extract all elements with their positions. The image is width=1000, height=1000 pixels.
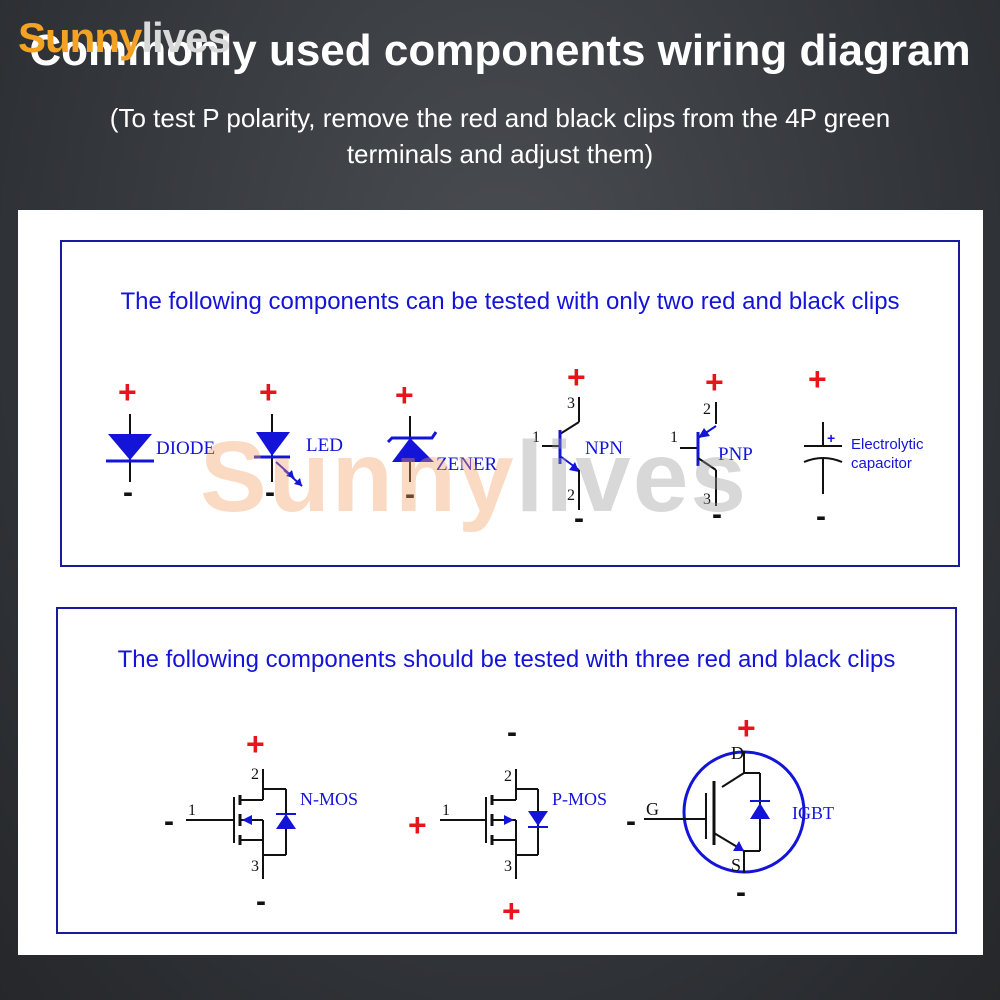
- diagram-panel: The following components can be tested w…: [18, 210, 983, 955]
- pmos-symbol: - 1 2 3 P-MOS +: [408, 716, 607, 929]
- led-symbol: + LED -: [254, 374, 343, 509]
- npn-label: NPN: [585, 438, 623, 459]
- three-clip-heading: The following components should be teste…: [117, 646, 896, 673]
- npn-pin-2: 2: [567, 487, 575, 504]
- capacitor-minus: -: [816, 500, 826, 533]
- npn-pin-1: 1: [532, 429, 540, 446]
- pnp-symbol: + 1 2 3 PNP -: [670, 364, 753, 531]
- capacitor-label-line2: capacitor: [851, 455, 912, 472]
- npn-symbol: + 1 3 2 NPN -: [532, 359, 623, 535]
- page-title: Commonly used components wiring diagram: [29, 26, 971, 75]
- three-clip-schematics: + 1 2: [164, 710, 834, 929]
- logo-part-1: Sunny: [18, 14, 142, 61]
- igbt-drain-sign: +: [737, 710, 756, 746]
- igbt-symbol: + G D S IGBT - -: [626, 710, 834, 909]
- pmos-drain-sign: -: [507, 716, 517, 749]
- nmos-pin-1: 1: [188, 802, 196, 819]
- zener-plus: +: [395, 377, 414, 413]
- brand-logo: Sunnylives: [18, 14, 231, 62]
- two-clip-section: The following components can be tested w…: [60, 240, 960, 567]
- nmos-drain-sign: +: [246, 726, 265, 762]
- diode-label: DIODE: [156, 438, 215, 459]
- nmos-gate-sign: -: [164, 805, 174, 838]
- pnp-pin-1: 1: [670, 429, 678, 446]
- nmos-label: N-MOS: [300, 789, 358, 809]
- pnp-minus: -: [712, 498, 722, 531]
- npn-pin-3: 3: [567, 395, 575, 412]
- pnp-label: PNP: [718, 444, 753, 465]
- diode-symbol: + DIODE -: [106, 374, 215, 509]
- npn-minus: -: [574, 502, 584, 535]
- two-clip-heading: The following components can be tested w…: [120, 288, 900, 315]
- pnp-pin-3: 3: [703, 491, 711, 508]
- page-subtitle: (To test P polarity, remove the red and …: [109, 103, 891, 169]
- pnp-pin-2: 2: [703, 401, 711, 418]
- nmos-source-sign: -: [256, 885, 266, 918]
- pmos-source-sign: +: [502, 893, 521, 929]
- zener-symbol: + ZENER -: [386, 377, 498, 511]
- three-clip-section: The following components should be teste…: [56, 607, 957, 934]
- nmos-symbol: + 1 2: [164, 726, 358, 918]
- pmos-label: P-MOS: [552, 789, 607, 809]
- diode-plus: +: [118, 374, 137, 410]
- pmos-pin-1: 1: [442, 802, 450, 819]
- capacitor-plate-plus: +: [827, 430, 835, 446]
- logo-part-2: lives: [141, 14, 230, 61]
- pmos-gate-sign: +: [408, 807, 427, 843]
- pmos-pin-2: 2: [504, 768, 512, 785]
- nmos-pin-2: 2: [251, 766, 259, 783]
- zener-minus: -: [405, 478, 415, 511]
- capacitor-label-line1: Electrolytic: [851, 436, 924, 453]
- zener-label: ZENER: [436, 454, 498, 475]
- capacitor-plus: +: [808, 361, 827, 397]
- igbt-gate-sign: -: [626, 805, 636, 838]
- igbt-pin-g: G: [646, 799, 659, 819]
- igbt-label: IGBT: [792, 803, 834, 823]
- led-label: LED: [306, 435, 343, 456]
- igbt-pin-d: D: [731, 743, 744, 763]
- pnp-plus: +: [705, 364, 724, 400]
- igbt-source-sign: -: [736, 876, 746, 909]
- capacitor-symbol: + + Electrolytic capacitor -: [803, 361, 924, 533]
- led-minus: -: [265, 476, 275, 509]
- nmos-pin-3: 3: [251, 858, 259, 875]
- led-plus: +: [259, 374, 278, 410]
- npn-plus: +: [567, 359, 586, 395]
- pmos-pin-3: 3: [504, 858, 512, 875]
- diode-minus: -: [123, 476, 133, 509]
- igbt-pin-s: S: [731, 855, 741, 875]
- two-clip-schematics: + DIODE - + LED - +: [106, 359, 924, 535]
